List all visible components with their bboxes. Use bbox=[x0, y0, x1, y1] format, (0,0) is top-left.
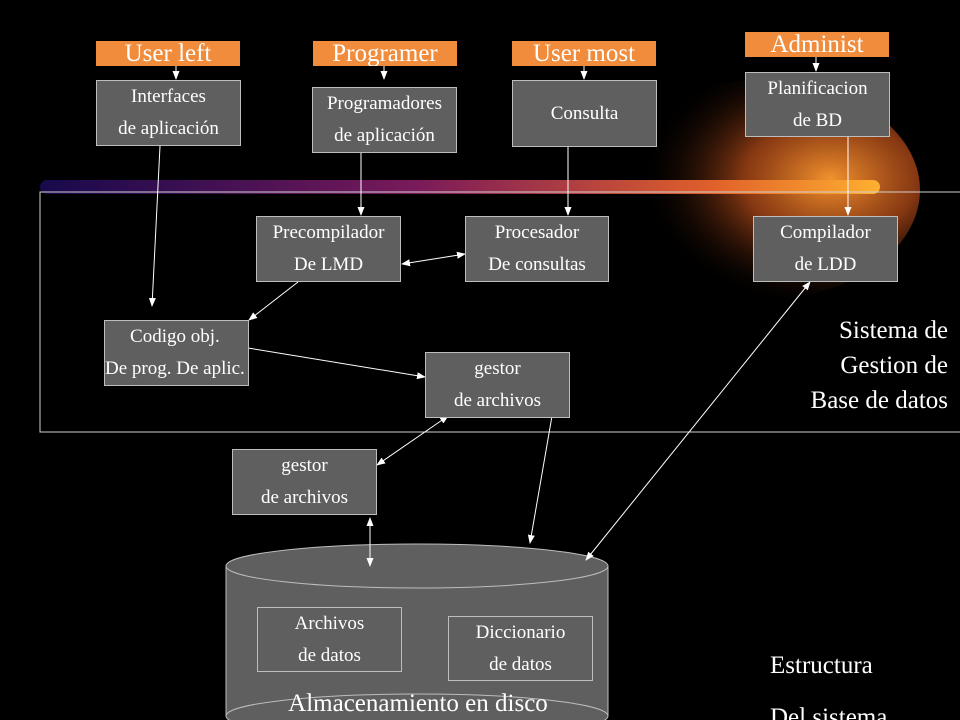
archivos-datos-box: Archivos de datos bbox=[257, 607, 402, 672]
connector-gestor-gestor bbox=[376, 415, 449, 466]
disk-storage-label: Almacenamiento en disco bbox=[288, 690, 548, 717]
precompilador-lmd-box: Precompilador De LMD bbox=[256, 216, 401, 282]
system-label: Sistema de Gestion de Base de datos bbox=[810, 317, 948, 414]
consulta-box: Consulta bbox=[512, 80, 657, 147]
procesador-consultas-box: Procesador De consultas bbox=[465, 216, 609, 282]
user-left-box: User left bbox=[96, 41, 240, 66]
connector-precompilador-codigo bbox=[248, 281, 299, 321]
administ-box: Administ bbox=[745, 32, 889, 57]
compilador-ldd-box: Compilador de LDD bbox=[753, 216, 898, 282]
gestor-archivos-box: gestor de archivos bbox=[425, 352, 570, 418]
gestor-archivos-outer-box: gestor de archivos bbox=[232, 449, 377, 515]
interfaces-aplicacion-box: Interfaces de aplicación bbox=[96, 80, 241, 146]
planificacion-bd-box: Planificacion de BD bbox=[745, 72, 890, 137]
connector-codigo-gestor bbox=[247, 347, 426, 380]
beam-decoration bbox=[40, 180, 880, 194]
system-boundary bbox=[39, 191, 960, 433]
codigo-objeto-box: Codigo obj. De prog. De aplic. bbox=[104, 320, 249, 386]
user-most-box: User most bbox=[512, 41, 656, 66]
programadores-aplicacion-box: Programadores de aplicación bbox=[312, 87, 457, 153]
caption-label: Estructura Del sistema bbox=[770, 652, 888, 720]
diccionario-datos-box: Diccionario de datos bbox=[448, 616, 593, 681]
disk-cylinder bbox=[225, 543, 609, 720]
connector-precompilador-procesador bbox=[401, 251, 466, 267]
connector-interfaces-codigo bbox=[148, 145, 161, 307]
programer-box: Programer bbox=[313, 41, 457, 66]
connector-compilador-disk bbox=[585, 281, 811, 561]
connector-gestor-disk bbox=[527, 415, 553, 544]
